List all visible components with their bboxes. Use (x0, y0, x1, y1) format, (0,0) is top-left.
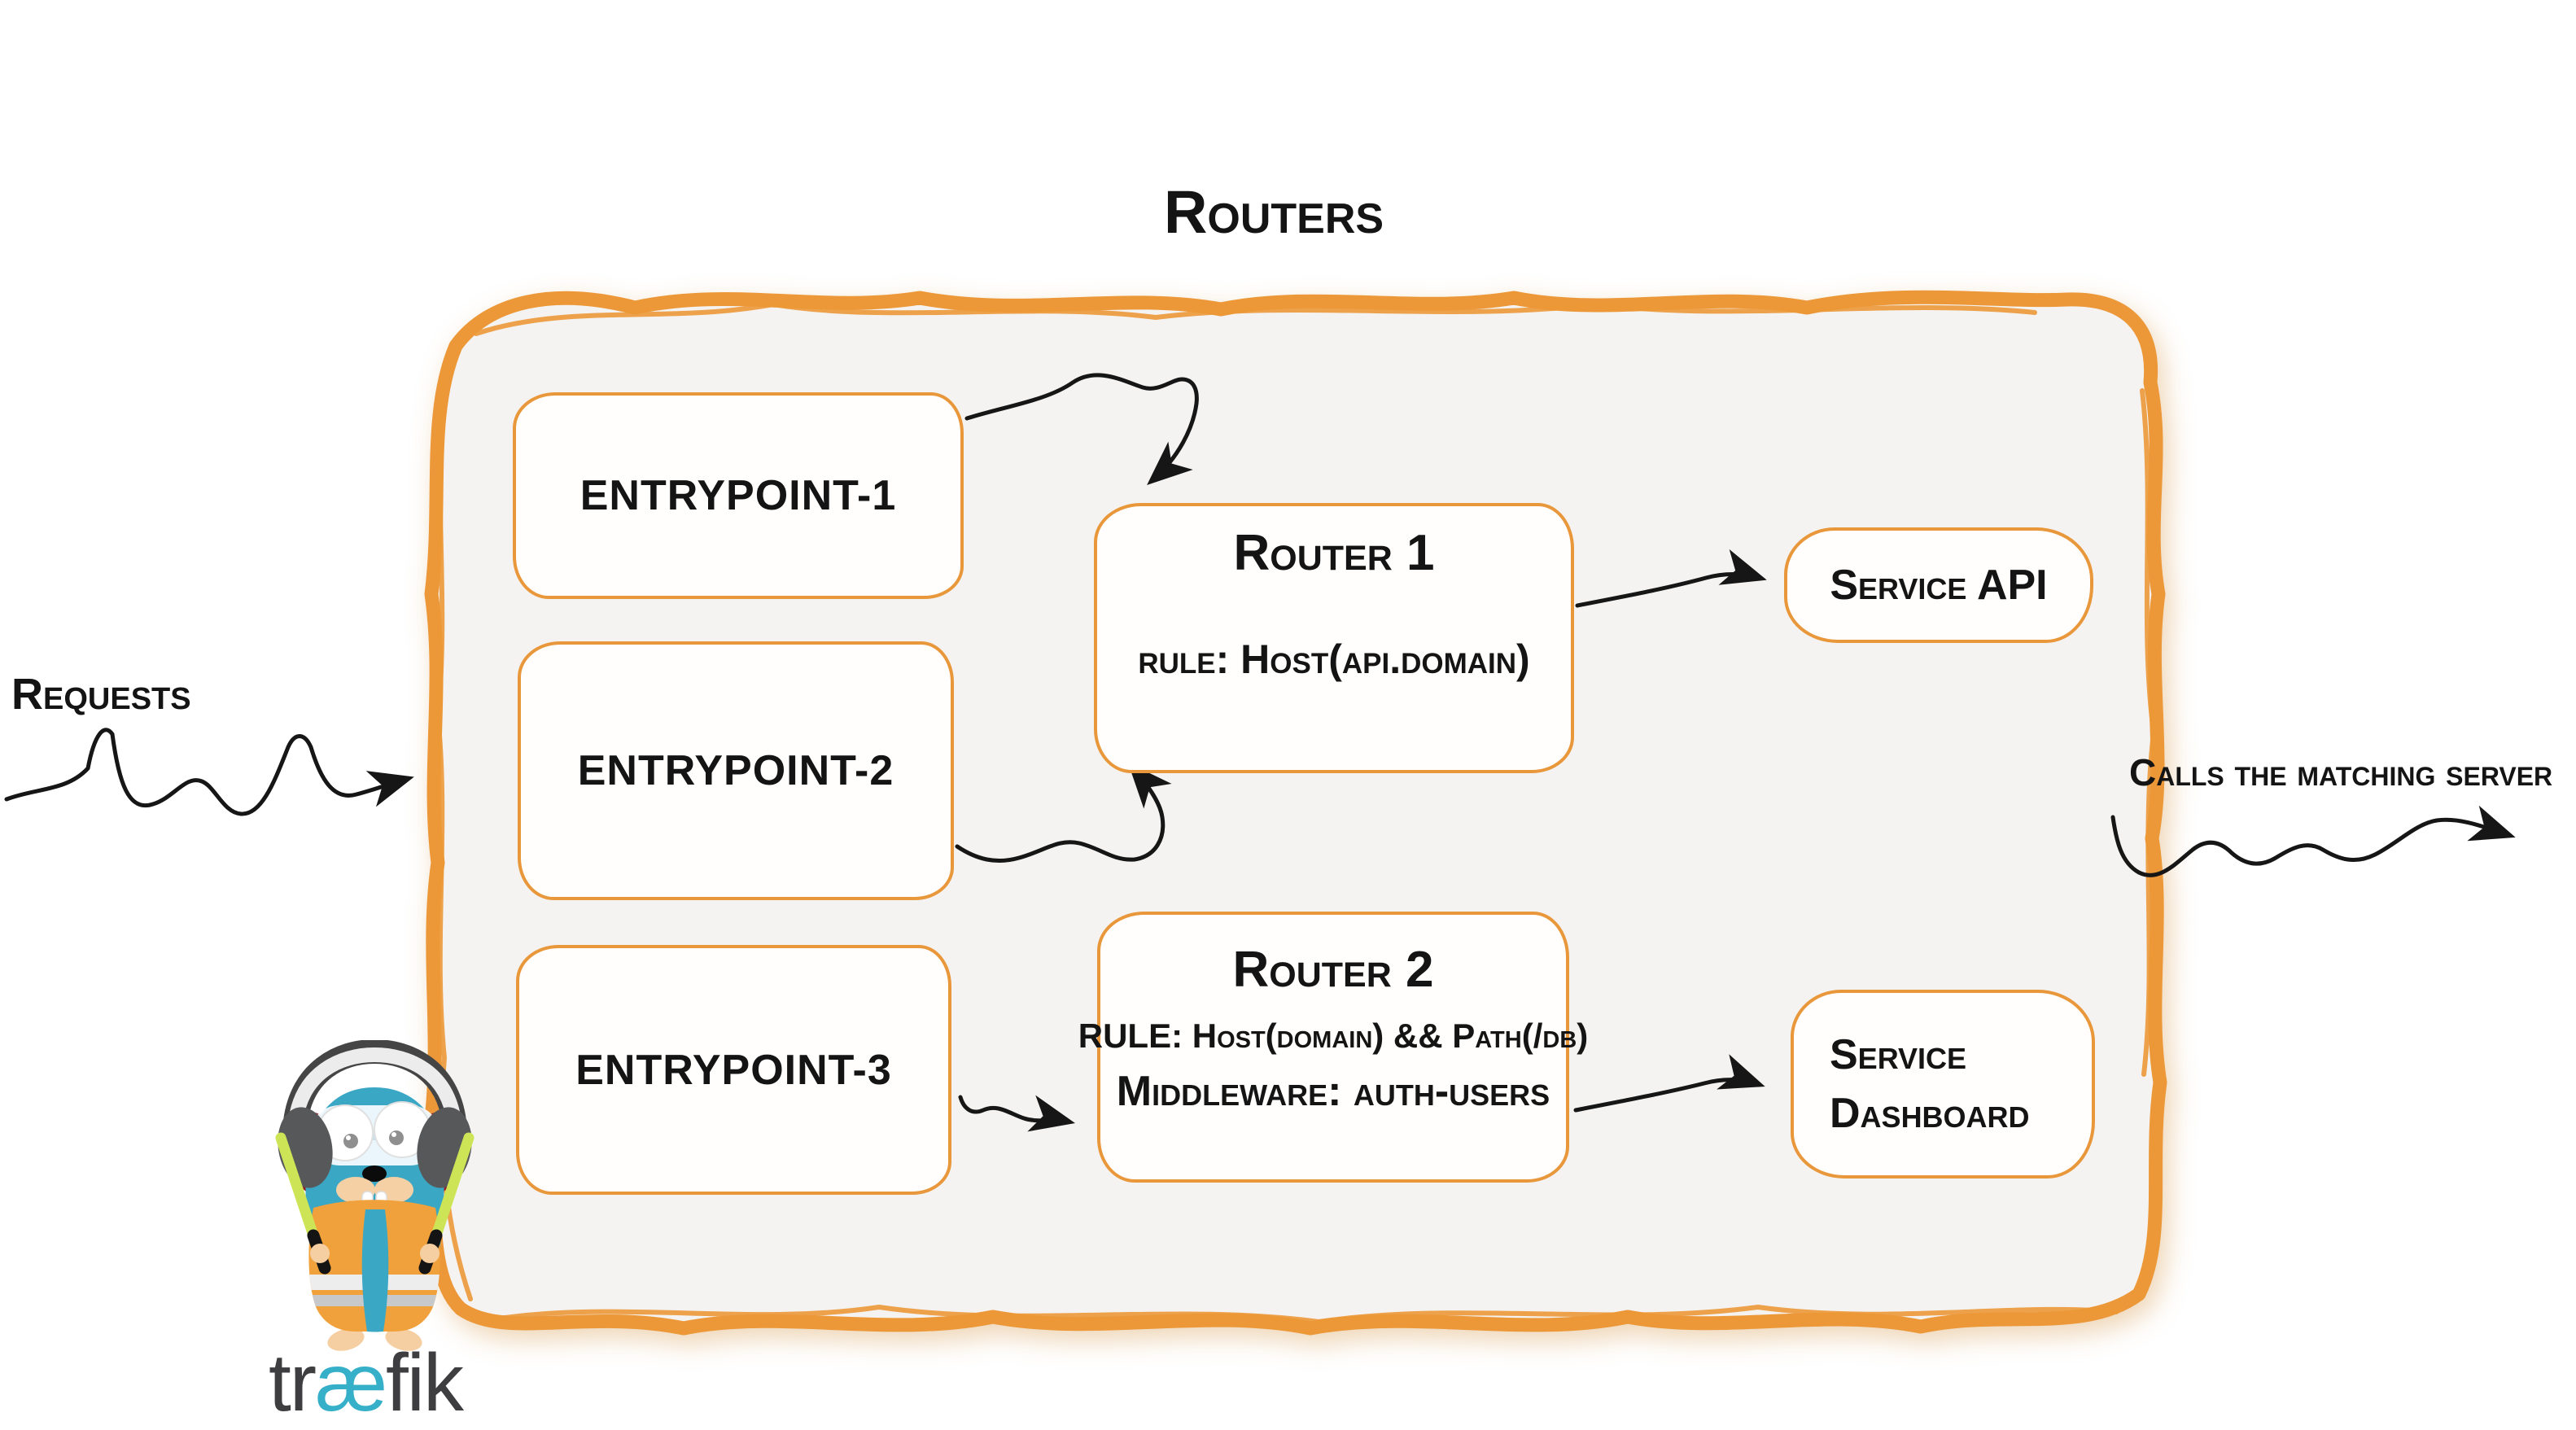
entrypoint-1-box: entrypoint-1 (513, 392, 964, 599)
router-1-box: Router 1 rule: Host(api.domain) (1094, 503, 1574, 773)
service-dashboard-box: Service Dashboard (1791, 990, 2095, 1179)
traefik-gopher-logo (271, 1039, 479, 1351)
entrypoint-3-box: entrypoint-3 (516, 945, 951, 1195)
router-2-title: Router 2 (1232, 942, 1434, 998)
logo-text-part1: tr (269, 1337, 317, 1428)
service-api-label: Service API (1830, 562, 2048, 609)
router-2-box: Router 2 RULE: Host(domain) && Path(/db)… (1078, 912, 1588, 1183)
logo-text-part3: fik (386, 1337, 464, 1428)
service-dashboard-label-line2: Dashboard (1830, 1090, 2030, 1137)
arrow-calls-out (2110, 805, 2516, 877)
entrypoint-3-label: entrypoint-3 (575, 1046, 892, 1094)
traefik-gopher-icon (275, 1039, 475, 1351)
requests-label: Requests (11, 670, 191, 719)
entrypoint-2-box: entrypoint-2 (518, 641, 954, 900)
service-api-box: Service API (1784, 527, 2093, 643)
router-1-rule: rule: Host(api.domain) (1138, 636, 1530, 682)
arrow-router2-to-service-dashboard (1573, 1054, 1765, 1113)
arrow-router1-to-service-api (1575, 549, 1767, 608)
arrow-entrypoint2-to-router1 (955, 763, 1172, 864)
entrypoint-1-label: entrypoint-1 (579, 472, 897, 519)
service-dashboard-label-line1: Service (1830, 1031, 1967, 1078)
router-2-middleware: Middleware: auth-users (1116, 1068, 1550, 1115)
arrow-entrypoint3-to-router2 (958, 1095, 1075, 1132)
router-2-rule: RULE: Host(domain) && Path(/db) (1078, 1017, 1589, 1055)
logo-text-part2: æ (315, 1337, 387, 1428)
arrow-entrypoint1-to-router1 (964, 373, 1199, 486)
calls-server-label: Calls the matching server (2129, 751, 2553, 794)
arrow-requests-in (4, 728, 414, 816)
traefik-logo-text: træfik (269, 1336, 464, 1430)
page-title: Routers (1163, 178, 1384, 246)
entrypoint-2-label: entrypoint-2 (577, 747, 894, 794)
router-1-title: Router 1 (1233, 525, 1435, 581)
